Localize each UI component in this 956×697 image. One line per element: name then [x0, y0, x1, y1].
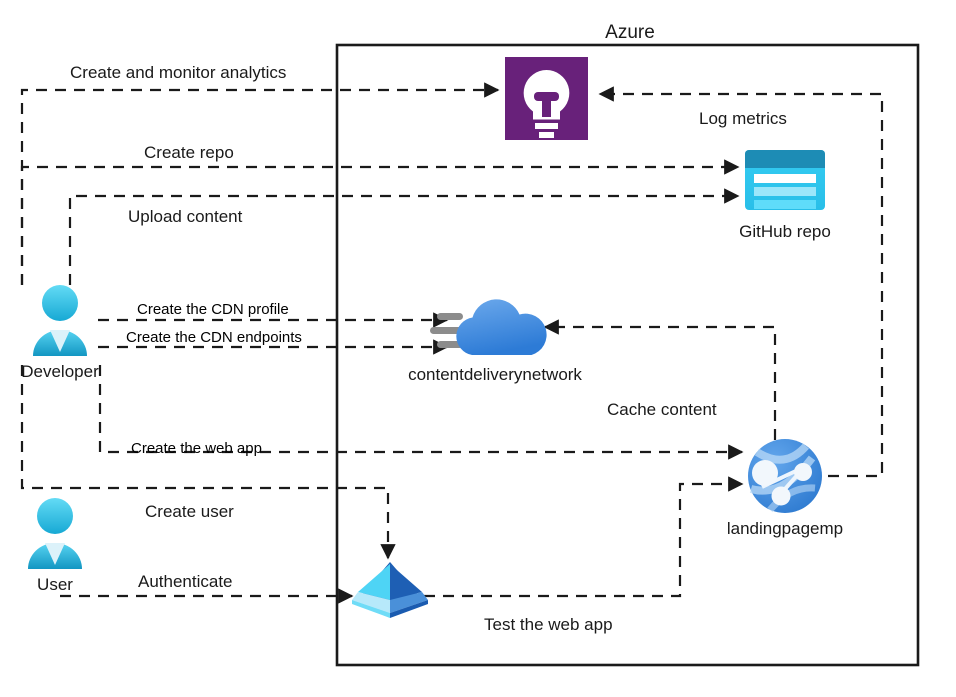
node-label-webapp: landingpagemp — [727, 519, 843, 538]
azure-boundary-label: Azure — [605, 22, 655, 43]
user-avatar — [28, 498, 82, 569]
application-insights-icon — [505, 57, 588, 140]
actor-label-user: User — [37, 575, 73, 594]
edge-test-the-web-app — [424, 476, 744, 598]
edge-create-repo — [20, 159, 740, 285]
edge-label-create-monitor-analytics: Create and monitor analytics — [70, 63, 286, 82]
edge-label-create-cdn-endpoints: Create the CDN endpoints — [126, 329, 302, 346]
azure-ad-pyramid-icon — [352, 562, 428, 618]
azure-boundary-box — [335, 43, 920, 667]
edge-label-upload-content: Upload content — [128, 207, 243, 226]
edge-create-user — [20, 365, 396, 560]
edge-label-create-web-app: Create the web app — [131, 440, 262, 457]
developer-avatar — [33, 285, 87, 356]
cdn-cloud-icon — [430, 299, 547, 355]
actor-label-developer: Developer — [21, 362, 99, 381]
edge-label-create-repo: Create repo — [144, 143, 234, 162]
edge-log-metrics — [598, 86, 884, 478]
node-label-github: GitHub repo — [739, 222, 831, 241]
edge-label-create-user: Create user — [145, 502, 234, 521]
edge-label-log-metrics: Log metrics — [699, 109, 787, 128]
edge-upload-content — [68, 188, 740, 285]
edge-cache-content — [543, 319, 777, 440]
edge-label-test-the-web-app: Test the web app — [484, 615, 613, 634]
app-service-globe-icon — [748, 439, 822, 513]
edge-label-create-cdn-profile: Create the CDN profile — [137, 301, 289, 318]
edge-create-web-app — [98, 365, 744, 460]
github-repo-icon — [745, 150, 825, 210]
edge-create-monitor-analytics — [20, 82, 500, 285]
edge-label-authenticate: Authenticate — [138, 572, 233, 591]
edge-label-cache-content: Cache content — [607, 400, 717, 419]
node-label-cdn: contentdeliverynetwork — [408, 365, 582, 384]
